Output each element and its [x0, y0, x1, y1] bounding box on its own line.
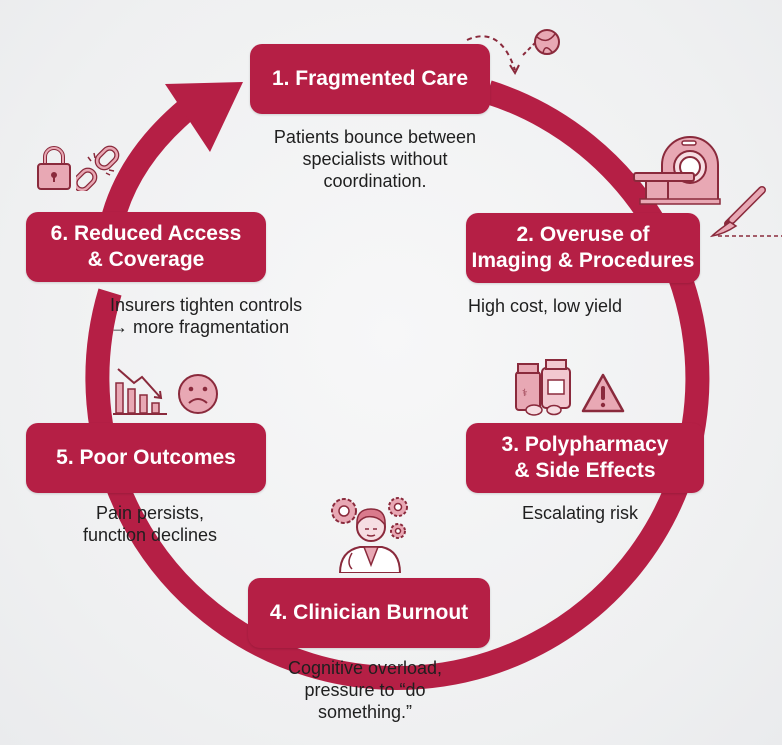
step-5-box: 5. Poor Outcomes — [26, 423, 266, 493]
desc-line: something.” — [317, 702, 413, 722]
declining-chart-icon — [113, 368, 167, 415]
desc-line: High cost, low yield — [467, 296, 623, 316]
scalpel-icon — [710, 186, 782, 238]
desc-line: coordination. — [323, 171, 427, 191]
stressed-doctor-icon — [331, 497, 408, 573]
desc-line: Cognitive overload, — [287, 658, 443, 678]
sad-face-icon — [178, 374, 218, 414]
step-2-title-line: 2. Overuse of — [516, 223, 650, 246]
step-2-title-line: Imaging & Procedures — [471, 249, 695, 272]
step-6-box: 6. Reduced Access & Coverage — [26, 212, 266, 282]
desc-line: function declines — [82, 525, 218, 545]
pill-bottles-icon: ⚕ — [515, 359, 571, 416]
step-6-title-line: 6. Reduced Access — [50, 222, 242, 245]
step-3-title-line: 3. Polypharmacy — [501, 433, 669, 456]
desc-line: → more fragmentation — [110, 317, 290, 337]
mri-scanner-icon — [633, 136, 721, 205]
desc-line: Pain persists, — [95, 503, 205, 523]
warning-icon — [581, 373, 625, 413]
step-1-box: 1. Fragmented Care — [250, 44, 490, 114]
desc-line: Escalating risk — [521, 503, 639, 523]
desc-line: Patients bounce between — [273, 127, 477, 147]
step-3-box: 3. Polypharmacy & Side Effects — [466, 423, 704, 493]
desc-line: pressure to “do — [304, 680, 426, 700]
step-4-title: 4. Clinician Burnout — [269, 601, 469, 624]
step-3-description: Escalating risk — [480, 502, 680, 524]
step-2-description: High cost, low yield — [440, 295, 650, 317]
cycle-arrowhead — [165, 82, 243, 152]
desc-line: Insurers tighten controls — [110, 295, 303, 315]
step-5-title: 5. Poor Outcomes — [56, 446, 236, 469]
step-3-title-line: & Side Effects — [514, 459, 656, 482]
svg-text:⚕: ⚕ — [522, 388, 527, 399]
broken-chain-icon — [76, 145, 120, 191]
step-5-description: Pain persists, function declines — [60, 502, 240, 546]
step-4-description: Cognitive overload, pressure to “do some… — [270, 657, 460, 723]
bouncing-ball-icon — [466, 29, 560, 76]
step-1-title: 1. Fragmented Care — [271, 67, 469, 90]
lock-icon — [37, 146, 71, 190]
step-2-box: 2. Overuse of Imaging & Procedures — [466, 213, 700, 283]
step-6-description: Insurers tighten controls → more fragmen… — [110, 294, 330, 338]
step-6-title-line: & Coverage — [87, 248, 205, 271]
step-1-description: Patients bounce between specialists with… — [240, 126, 510, 192]
desc-line: specialists without — [302, 149, 448, 169]
step-4-box: 4. Clinician Burnout — [248, 578, 490, 648]
